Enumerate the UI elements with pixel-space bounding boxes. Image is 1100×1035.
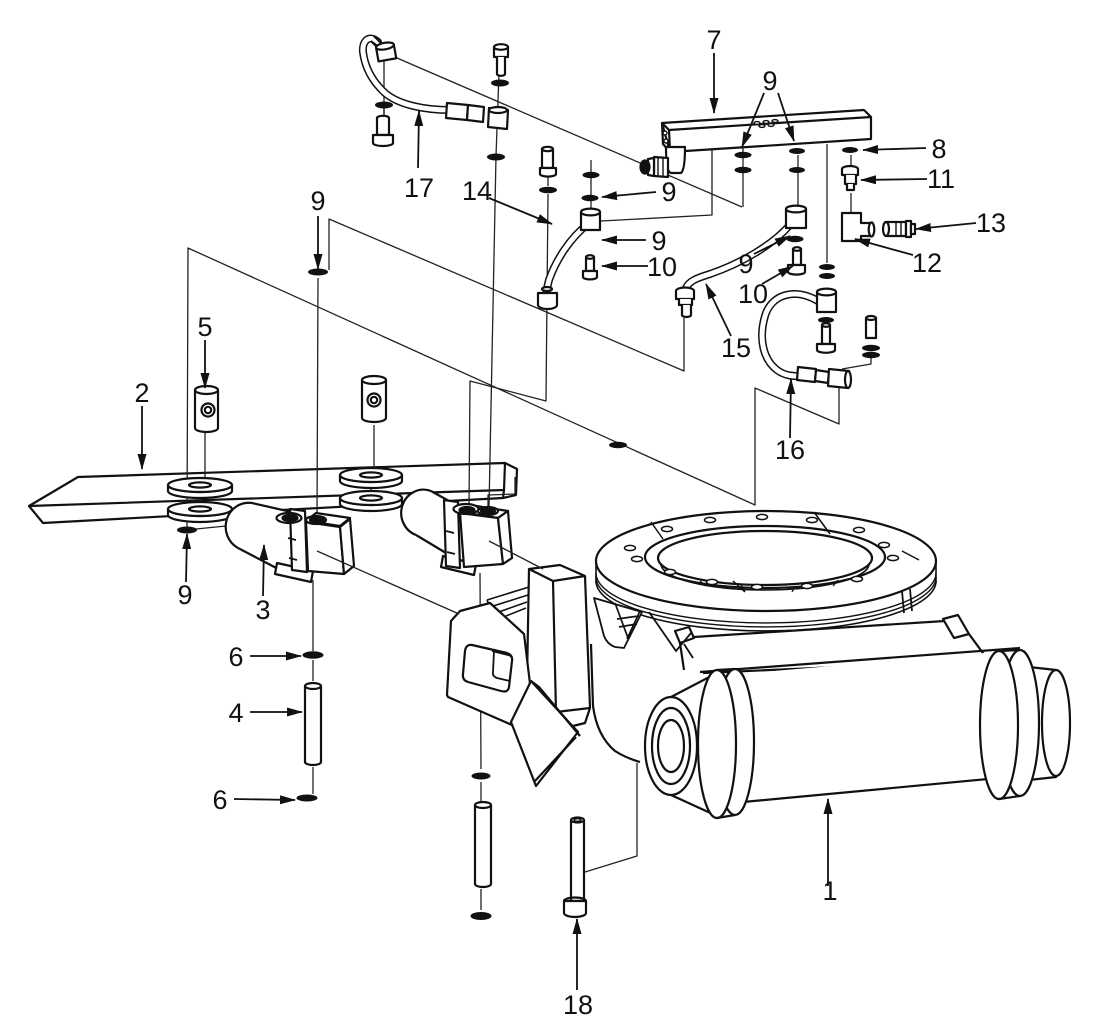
svg-text:11: 11: [927, 164, 955, 194]
svg-text:13: 13: [976, 208, 1006, 238]
svg-text:9: 9: [762, 66, 777, 96]
svg-text:7: 7: [706, 25, 721, 55]
svg-text:9: 9: [651, 226, 666, 256]
svg-text:14: 14: [462, 176, 492, 206]
svg-text:17: 17: [404, 173, 434, 203]
svg-text:3: 3: [255, 595, 270, 625]
svg-text:4: 4: [228, 698, 243, 728]
svg-text:8: 8: [931, 134, 946, 164]
svg-text:9: 9: [661, 177, 676, 207]
svg-text:9: 9: [738, 249, 753, 279]
svg-text:1: 1: [822, 876, 837, 906]
svg-text:2: 2: [134, 378, 149, 408]
svg-text:18: 18: [563, 990, 593, 1020]
svg-text:6: 6: [212, 785, 227, 815]
svg-text:15: 15: [721, 333, 751, 363]
svg-text:9: 9: [177, 580, 192, 610]
svg-text:16: 16: [775, 435, 805, 465]
svg-text:6: 6: [228, 642, 243, 672]
svg-text:10: 10: [647, 252, 677, 282]
svg-text:12: 12: [912, 248, 942, 278]
svg-text:9: 9: [310, 186, 325, 216]
svg-text:10: 10: [738, 279, 768, 309]
svg-text:5: 5: [197, 312, 212, 342]
